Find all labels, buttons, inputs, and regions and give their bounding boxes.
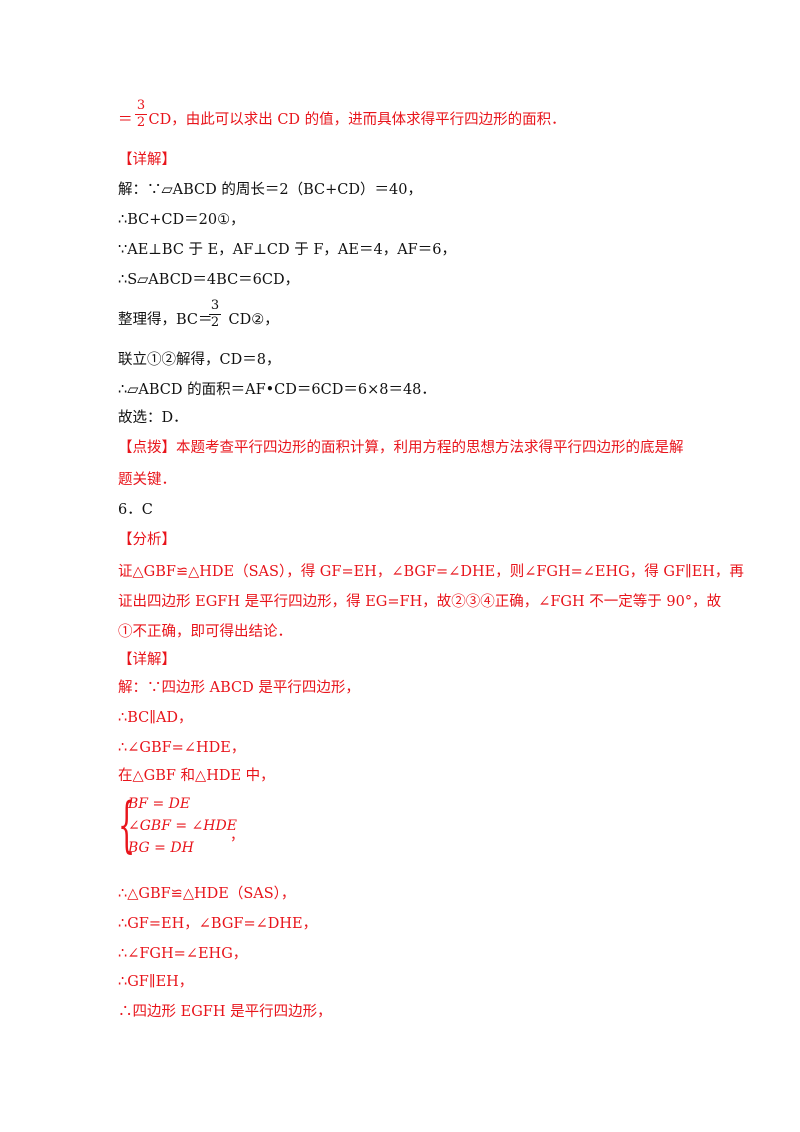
text-fragment: ＝ [118,112,133,128]
text-line: 证△GBF≌△HDE（SAS），得 GF=EH，∠BGF=∠DHE，则∠FGH=… [118,564,744,580]
fraction: 3 2 [135,99,147,130]
text-line: 【点拨】本题考查平行四边形的面积计算，利用方程的思想方法求得平行四边形的底是解 [118,440,684,456]
text-line: ∴GF=EH，∠BGF=∠DHE， [118,916,318,932]
text-line: ∴四边形 EGFH 是平行四边形， [118,1004,332,1020]
fraction-bar [209,314,221,315]
text-line: ∴△GBF≌△HDE（SAS）， [118,886,296,902]
text-line: 在△GBF 和△HDE 中， [118,768,275,784]
text-line: ∴S▱ABCD＝4BC＝6CD， [118,272,300,288]
text-line: 故选：D． [118,410,188,426]
fraction-denominator: 2 [210,315,220,330]
text-fragment: 整理得，BC＝ [118,312,213,328]
text-line: ∵AE⊥BC 于 E，AF⊥CD 于 F，AE＝4，AF＝6， [118,242,456,258]
fraction: 3 2 [209,299,221,330]
equation-comma: ， [230,828,244,844]
text-line: ＝ CD，由此可以求出 CD 的值，进而具体求得平行四边形的面积． [118,110,566,130]
text-line: ∴BC+CD＝20①， [118,212,245,228]
text-line: ∴∠FGH=∠EHG， [118,946,248,962]
text-line: ∴▱ABCD 的面积＝AF•CD＝6CD＝6×8＝48． [118,382,436,398]
equation-line: BF = DE [128,796,191,812]
fraction-numerator: 3 [136,98,146,113]
section-heading: 【详解】 [118,652,176,668]
text-line: ∴∠GBF=∠HDE， [118,740,246,756]
equation-line: BG = DH [128,840,194,856]
text-line: 联立①②解得，CD＝8， [118,352,281,368]
text-line: ∴GF∥EH， [118,974,194,990]
section-heading: 【详解】 [118,152,176,168]
question-number: 6．C [118,502,153,518]
text-line: 题关键． [118,472,176,488]
text-line: 整理得，BC＝ CD②， [118,310,279,330]
equation-line: ∠GBF = ∠HDE [128,818,237,834]
brace-glyph: { [118,790,136,860]
fraction-bar [135,114,147,115]
text-fragment: CD，由此可以求出 CD 的值，进而具体求得平行四边形的面积． [148,112,566,128]
text-fragment: CD②， [228,312,279,328]
text-line: 解：∵四边形 ABCD 是平行四边形， [118,680,360,696]
section-heading: 【分析】 [118,532,176,548]
text-line: 解：∵▱ABCD 的周长＝2（BC+CD）＝40， [118,182,422,198]
text-line: ①不正确，即可得出结论． [118,624,292,640]
text-line: 证出四边形 EGFH 是平行四边形，得 EG=FH，故②③④正确，∠FGH 不一… [118,594,722,610]
fraction-denominator: 2 [136,115,146,130]
fraction-numerator: 3 [210,298,220,313]
text-line: ∴BC∥AD， [118,710,193,726]
